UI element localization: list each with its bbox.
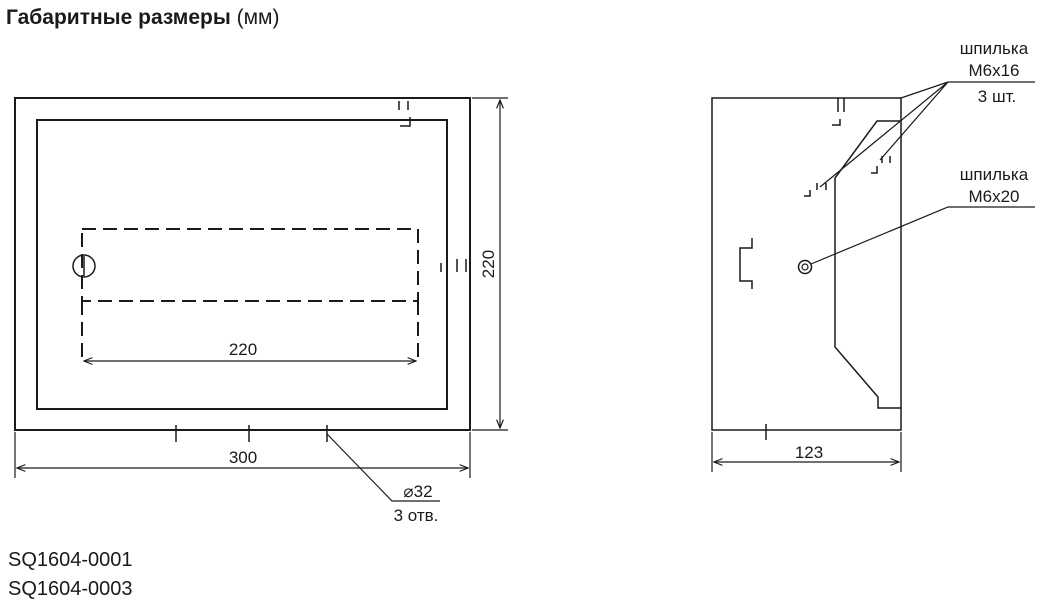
front-outer-frame <box>14 97 471 431</box>
lock-icon <box>72 254 96 278</box>
side-body <box>711 97 902 431</box>
front-view <box>14 97 508 502</box>
front-inner-door <box>36 119 448 410</box>
hinge-mark-top <box>398 101 411 127</box>
page-title: Габаритные размеры (мм) <box>6 6 279 30</box>
hole-diameter-label: ⌀32 <box>403 482 432 501</box>
stud-top-label-line2: М6х16 <box>968 61 1019 80</box>
title-unit: (мм) <box>236 6 280 29</box>
din-rail-extension <box>81 301 419 362</box>
stud-top-count-label: 3 шт. <box>978 87 1016 106</box>
side-view <box>711 81 1035 472</box>
stud-top-leader <box>819 81 1035 188</box>
inner-width-label: 220 <box>229 340 257 359</box>
hole-ticks <box>175 425 328 442</box>
stud-mid-label-line1: шпилька <box>960 165 1029 184</box>
stud-mid-leader <box>810 206 1035 265</box>
din-rail-window <box>81 228 419 302</box>
height-extensions <box>472 97 508 431</box>
product-code-1: SQ1604-0001 <box>8 549 133 571</box>
hinge-mark-right <box>440 259 467 272</box>
stud-mark-left <box>804 183 827 197</box>
outer-width-extensions <box>14 432 471 478</box>
title-text: Габаритные размеры <box>6 6 231 29</box>
depth-label: 123 <box>795 443 823 462</box>
product-code-2: SQ1604-0003 <box>8 578 133 600</box>
stud-m6x20-icon <box>797 259 813 275</box>
outer-width-label: 300 <box>229 448 257 467</box>
height-label: 220 <box>479 250 498 278</box>
door-profile <box>834 120 901 409</box>
stud-mark-top <box>832 98 845 126</box>
hole-count-label: 3 отв. <box>394 506 439 525</box>
hole-leader <box>326 433 440 502</box>
stud-top-label-line1: шпилька <box>960 39 1029 58</box>
stud-mid-label-line2: М6х20 <box>968 187 1019 206</box>
depth-extensions <box>711 432 902 472</box>
left-bracket <box>739 238 753 289</box>
